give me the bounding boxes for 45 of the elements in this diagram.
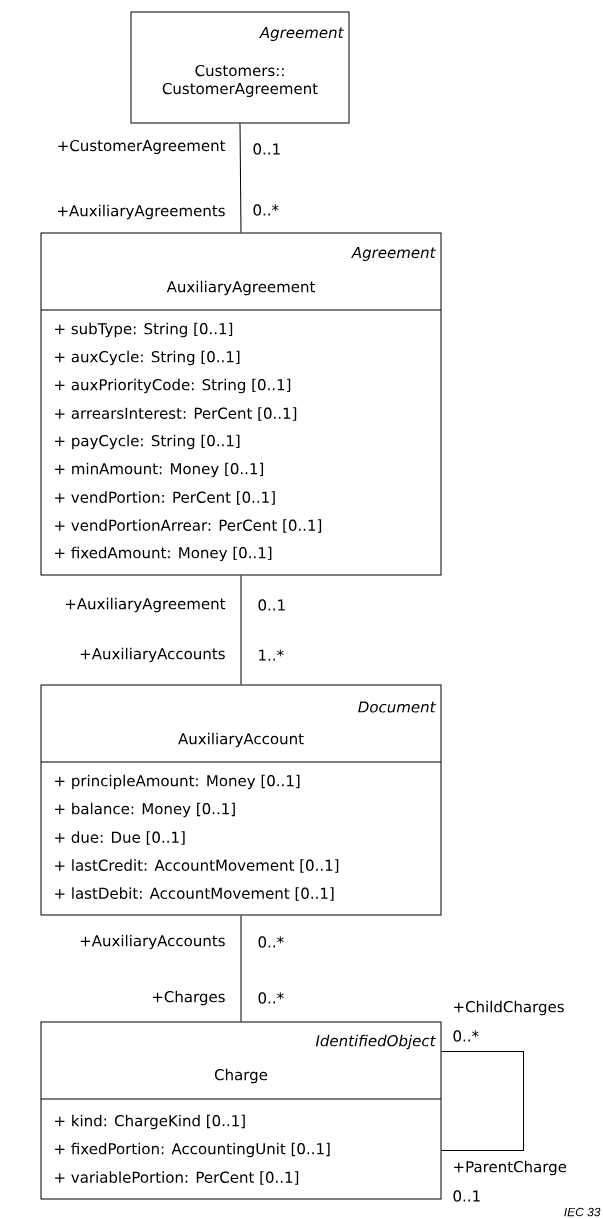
attribute-text: + arrearsInterest: PerCent [0..1] [55, 407, 297, 421]
attribute-text: + fixedAmount: Money [0..1] [55, 546, 272, 562]
attribute-text: + auxPriorityCode: String [0..1] [55, 378, 291, 394]
attribute-text: + lastCredit: AccountMovement [0..1] [55, 859, 339, 873]
attribute-text: + payCycle: String [0..1] [55, 434, 240, 450]
role-name: +AuxiliaryAccounts [80, 647, 225, 663]
attribute-text: + fixedPortion: AccountingUnit [0..1] [55, 1142, 330, 1158]
attribute-text: + auxCycle: String [0..1] [55, 350, 240, 366]
association-line [239, 123, 242, 233]
class-name: AuxiliaryAccount [178, 732, 304, 748]
multiplicity: 1..* [259, 649, 284, 661]
multiplicity: 0..1 [258, 599, 285, 611]
stereotype-label: IdentifiedObject [315, 1034, 436, 1050]
self-association-line [441, 1051, 524, 1151]
multiplicity: 0..* [258, 936, 284, 948]
multiplicity: 0..1 [253, 143, 280, 155]
class-name: Charge [214, 1068, 268, 1084]
attribute-text: + lastDebit: AccountMovement [0..1] [55, 887, 334, 901]
role-name: +ParentCharge [454, 1160, 567, 1176]
role-name: +CustomerAgreement [58, 139, 226, 155]
role-name: +AuxiliaryAccounts [80, 934, 225, 950]
attribute-text: + kind: ChargeKind [0..1] [55, 1114, 245, 1130]
stereotype-label: Document [358, 701, 436, 713]
class-name: AuxiliaryAgreement [166, 280, 315, 296]
multiplicity: 0..* [453, 1030, 479, 1042]
class-name: Customers:: CustomerAgreement [162, 64, 318, 98]
figure-number: IEC 33 [564, 1207, 601, 1217]
multiplicity: 0..* [253, 204, 279, 216]
association-line [240, 915, 242, 1022]
attribute-text: + variablePortion: PerCent [0..1] [55, 1171, 299, 1185]
attribute-text: + due: Due [0..1] [55, 831, 185, 845]
attribute-text: + vendPortion: PerCent [0..1] [55, 491, 275, 505]
role-name: +AuxiliaryAgreement [65, 597, 226, 613]
attribute-text: + minAmount: Money [0..1] [55, 462, 263, 478]
role-name: +ChildCharges [454, 1000, 564, 1016]
multiplicity: 0..* [258, 992, 284, 1004]
association-line [240, 575, 242, 685]
attribute-text: + principleAmount: Money [0..1] [55, 774, 300, 790]
role-name: +Charges [152, 990, 225, 1006]
stereotype-label: Agreement [351, 247, 436, 262]
attribute-text: + subType: String [0..1] [55, 322, 233, 338]
stereotype-label: Agreement [259, 27, 344, 42]
multiplicity: 0..1 [453, 1190, 480, 1202]
attribute-text: + vendPortionArrear: PerCent [0..1] [55, 519, 322, 533]
attribute-text: + balance: Money [0..1] [55, 802, 235, 818]
